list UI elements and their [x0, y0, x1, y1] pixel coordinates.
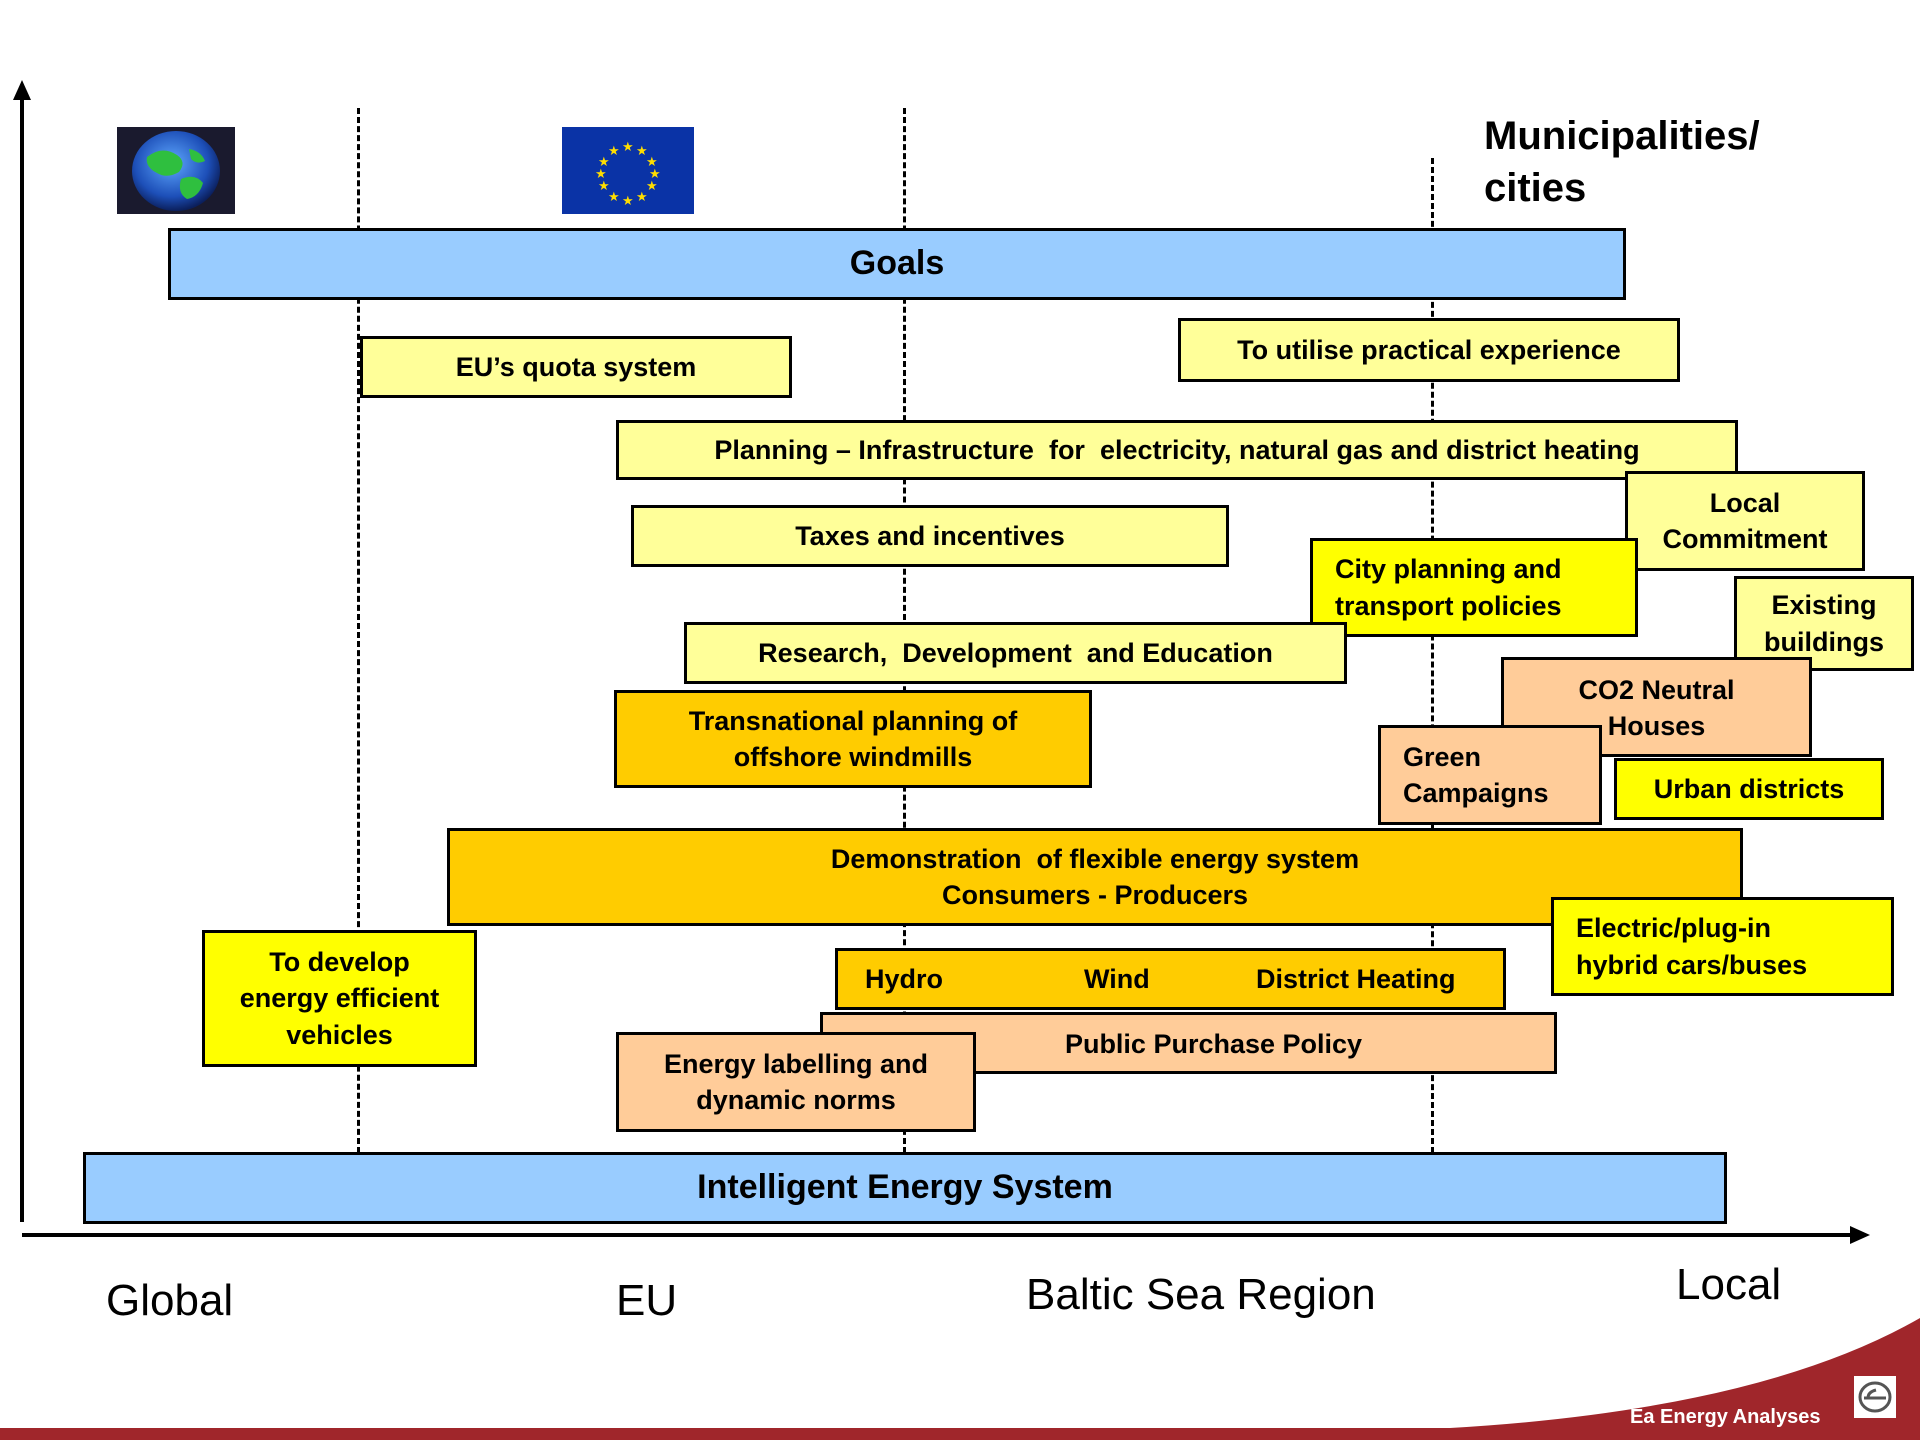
planning-infrastructure-box: Planning – Infrastructure for electricit… [616, 420, 1738, 480]
electric-cars-box: Electric/plug-in hybrid cars/buses [1551, 897, 1894, 996]
energy-labelling-box: Energy labelling and dynamic norms [616, 1032, 976, 1132]
goals-box: Goals [168, 228, 1626, 300]
city-planning-box: City planning and transport policies [1310, 538, 1638, 637]
axis-label-local: Local [1676, 1260, 1782, 1309]
existing-buildings-box: Existing buildings [1734, 576, 1914, 671]
utilise-experience-box: To utilise practical experience [1178, 318, 1680, 382]
footer-swoosh [0, 1318, 1920, 1440]
hydro-label: Hydro [865, 963, 944, 994]
local-commitment-box: Local Commitment [1625, 471, 1865, 571]
co2-neutral-houses-box: CO2 Neutral Houses [1501, 657, 1812, 757]
taxes-incentives-box: Taxes and incentives [631, 505, 1229, 567]
axis-label-baltic: Baltic Sea Region [1026, 1270, 1376, 1319]
municipalities-label: Municipalities/ cities [1484, 114, 1760, 210]
eu-quota-box: EU’s quota system [360, 336, 792, 398]
demonstration-line-1: Demonstration of flexible energy system [830, 843, 1360, 874]
demonstration-line-2: Consumers - Producers [941, 880, 1249, 910]
green-campaigns-box: Green Campaigns [1378, 725, 1602, 825]
vertical-axis-arrow [13, 80, 31, 100]
eu-flag-icon: ★ ★ ★ ★ ★ ★ ★ ★ ★ ★ ★ ★ [562, 127, 694, 214]
develop-vehicles-box: To develop energy efficient vehicles [202, 930, 477, 1067]
globe-icon [117, 127, 235, 214]
demonstration-box: Demonstration of flexible energy system … [447, 828, 1743, 926]
transnational-planning-box: Transnational planning of offshore windm… [614, 690, 1092, 788]
intelligent-energy-system-box: Intelligent Energy System [83, 1152, 1727, 1224]
axis-label-eu: EU [616, 1276, 678, 1325]
district-heating-label: District Heating [1256, 963, 1456, 994]
horizontal-axis-arrow [1850, 1226, 1870, 1244]
company-logo-icon [1852, 1374, 1898, 1420]
divider-baltic-local [1431, 158, 1434, 1153]
axis-label-global: Global [106, 1276, 234, 1325]
research-development-box: Research, Development and Education [684, 622, 1347, 684]
wind-label: Wind [1084, 963, 1150, 994]
urban-districts-box: Urban districts [1614, 758, 1884, 820]
energy-sources-box: Hydro Wind District Heating [835, 948, 1506, 1010]
divider-global-eu [357, 108, 360, 1153]
company-name: Ea Energy Analyses [1630, 1406, 1821, 1428]
